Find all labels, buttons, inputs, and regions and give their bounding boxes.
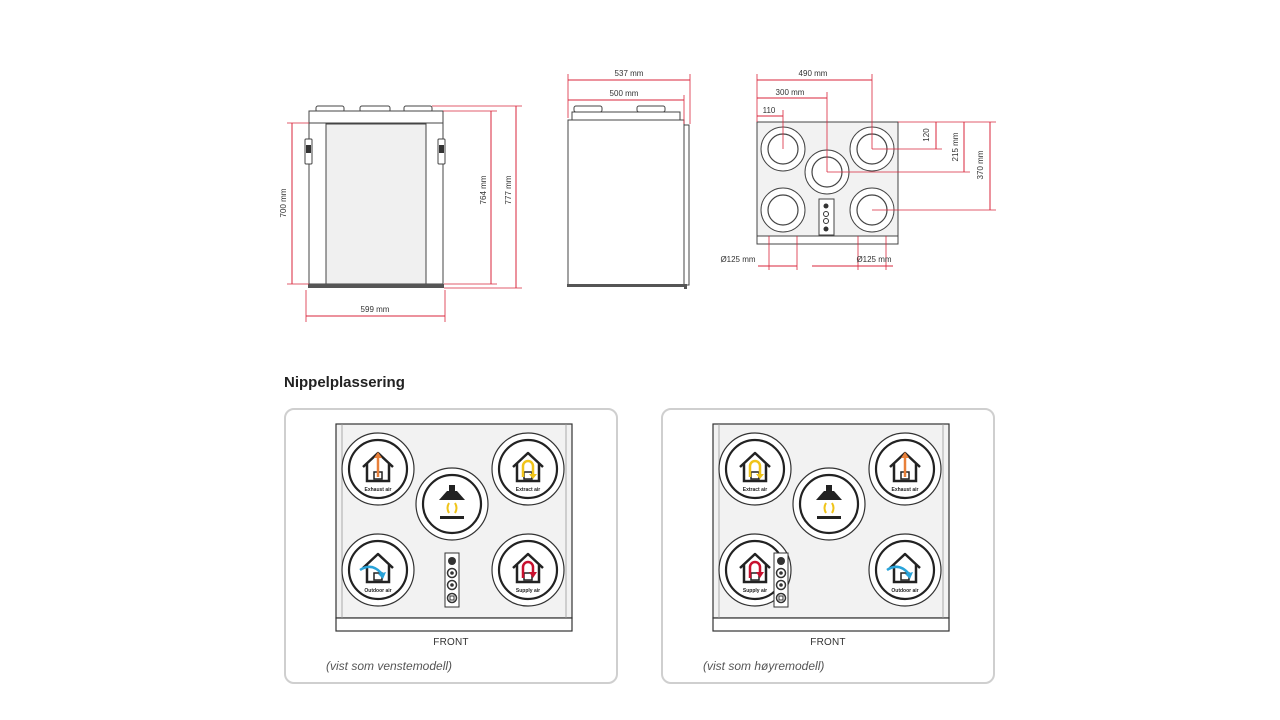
svg-text:Outdoor air: Outdoor air <box>364 588 391 594</box>
dim-120: 120 <box>922 128 931 142</box>
spigot-supply-air: Supply air <box>717 532 793 608</box>
technical-drawings: 700 mm 764 mm 777 mm 599 mm 537 mm 500 m… <box>279 69 996 322</box>
top-view: 490 mm 300 mm 110 120 215 mm 370 mm Ø125… <box>720 69 996 270</box>
spigot-outdoor-air: Outdoor air <box>340 532 416 608</box>
dim-500: 500 mm <box>610 89 639 98</box>
dim-dia-left: Ø125 mm <box>720 255 755 264</box>
dim-dia-right: Ø125 mm <box>856 255 891 264</box>
front-label: FRONT <box>810 637 846 648</box>
dim-110: 110 <box>763 106 776 115</box>
front-view: 700 mm 764 mm 777 mm 599 mm <box>279 105 522 322</box>
side-view: 537 mm 500 mm <box>567 69 691 289</box>
dim-370: 370 mm <box>976 150 985 179</box>
svg-text:Exhaust air: Exhaust air <box>365 487 392 493</box>
caption-left-model: (vist som venstemodell) <box>326 659 453 673</box>
dim-537: 537 mm <box>615 69 644 78</box>
spigot-extract-air: Extract air <box>490 431 566 507</box>
dim-300: 300 mm <box>776 88 805 97</box>
svg-text:Extract air: Extract air <box>743 487 768 493</box>
svg-text:Outdoor air: Outdoor air <box>891 588 918 594</box>
svg-text:Exhaust air: Exhaust air <box>892 487 919 493</box>
card-left-model: Exhaust air Extract air Outdoor air <box>284 408 618 684</box>
dim-777: 777 mm <box>504 175 513 204</box>
svg-text:Supply air: Supply air <box>516 588 540 594</box>
dim-215: 215 mm <box>951 132 960 161</box>
spigot-exhaust-air: Exhaust air <box>867 431 943 507</box>
control-panel <box>773 552 789 608</box>
svg-text:Extract air: Extract air <box>516 487 541 493</box>
dim-700: 700 mm <box>279 188 288 217</box>
spigot-supply-air: Supply air <box>490 532 566 608</box>
dim-764: 764 mm <box>479 175 488 204</box>
section-title: Nippelplassering <box>284 374 405 391</box>
kitchen-hood-spigot <box>414 466 490 542</box>
front-label: FRONT <box>433 637 469 648</box>
card-right-model: Extract air Exhaust air Supply air <box>661 408 995 684</box>
left-model-diagram: Exhaust air Extract air Outdoor air <box>335 423 573 632</box>
kitchen-hood-spigot <box>791 466 867 542</box>
spigot-outdoor-air: Outdoor air <box>867 532 943 608</box>
spigot-extract-air: Extract air <box>717 431 793 507</box>
dim-490: 490 mm <box>799 69 828 78</box>
caption-right-model: (vist som høyremodell) <box>703 659 825 673</box>
control-panel <box>444 552 460 608</box>
svg-text:Supply air: Supply air <box>743 588 767 594</box>
spigot-exhaust-air: Exhaust air <box>340 431 416 507</box>
dim-599: 599 mm <box>361 305 390 314</box>
right-model-diagram: Extract air Exhaust air Supply air <box>712 423 950 632</box>
